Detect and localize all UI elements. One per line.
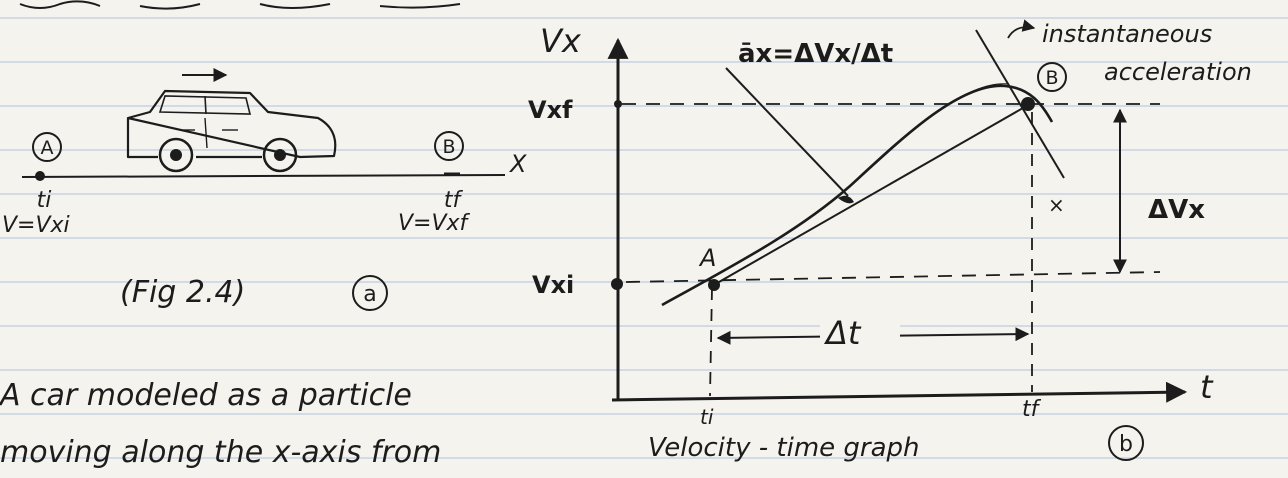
vxi-dashed-line — [625, 271, 1161, 283]
v-final-label: V=Vxf — [398, 211, 471, 236]
x-axis-line — [21, 174, 506, 178]
vxi-label: Vxi — [532, 271, 574, 299]
body-text-line2: moving along the x-axis from — [0, 435, 441, 470]
avg-accel-label: āx=ΔVx/Δt — [738, 39, 893, 69]
graph-point-b-marker: B — [1045, 67, 1058, 89]
car-wheel-icon — [158, 137, 194, 173]
x-axis-label: X — [508, 150, 527, 178]
t-initial-label: ti — [37, 188, 52, 213]
cropped-top-handwriting — [19, 0, 461, 10]
delta-v-label: ΔVx — [1148, 195, 1205, 225]
ruled-lines — [0, 17, 1288, 459]
instantaneous-label-line1: instantaneous — [1042, 20, 1212, 48]
tangent-line — [975, 29, 1065, 179]
point-a-marker: A — [41, 137, 54, 159]
point-a-dot — [35, 171, 45, 181]
graph-point-a-label: A — [698, 244, 716, 272]
graph-t-axis — [611, 381, 1188, 403]
tf-label: tf — [1022, 397, 1042, 422]
secant-line — [711, 103, 1031, 287]
instantaneous-label-line2: acceleration — [1104, 58, 1252, 86]
avg-accel-pointer — [725, 67, 849, 197]
graph-point-b — [1021, 97, 1035, 111]
car-diagram — [126, 68, 337, 173]
ti-label: ti — [700, 405, 714, 429]
graph-point-b-circle — [1037, 62, 1067, 92]
panel-a-tag: a — [363, 282, 376, 307]
t-final-label: tf — [444, 188, 464, 213]
car-wheel-icon — [262, 137, 298, 173]
graph-t-axis-label: t — [1200, 368, 1214, 406]
graph-y-axis-label: Vx — [540, 22, 582, 60]
graph-point-a — [708, 279, 720, 291]
velocity-time-graph: Vx t Vxf Vxi A B āx=ΔVx/Δt instan — [528, 19, 1252, 463]
stray-mark: × — [1048, 193, 1065, 217]
instantaneous-pointer — [1007, 19, 1036, 39]
point-b-circle — [434, 131, 464, 161]
figure-caption: (Fig 2.4) — [120, 275, 245, 310]
vxf-label: Vxf — [528, 96, 573, 124]
body-text-line1: A car modeled as a particle — [0, 378, 412, 413]
car-icon — [126, 89, 337, 159]
panel-a-tag-circle — [352, 275, 388, 311]
ti-dashed-line — [709, 287, 713, 397]
panel-b-tag-circle — [1108, 425, 1144, 461]
delta-t-label: Δt — [823, 314, 862, 352]
graph-caption: Velocity - time graph — [648, 433, 920, 463]
v-initial-label: V=Vxi — [2, 213, 70, 238]
point-b-marker: B — [442, 136, 455, 158]
point-a-circle — [32, 132, 62, 162]
panel-b-tag: b — [1119, 432, 1133, 457]
